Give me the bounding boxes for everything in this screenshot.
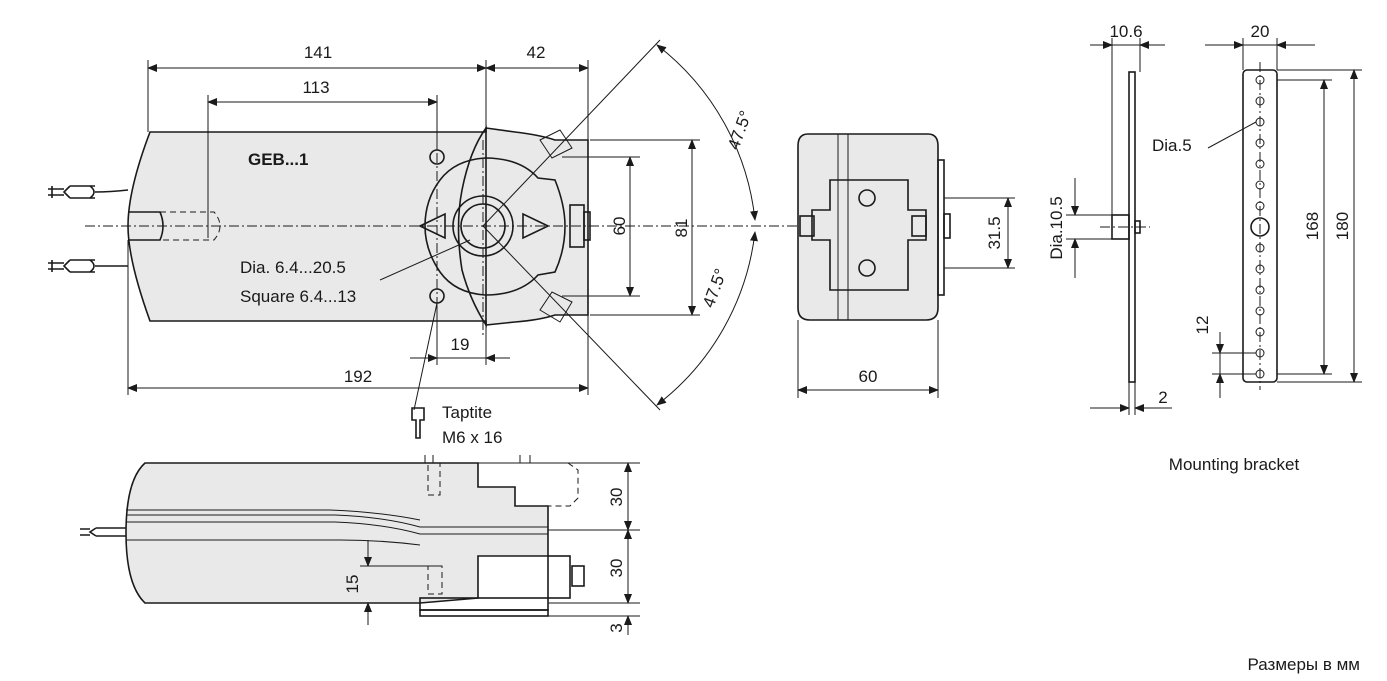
- dim-180: 180: [1333, 212, 1352, 240]
- bracket-holes: [1250, 75, 1270, 379]
- shaft-label-dia: Dia. 6.4...20.5: [240, 258, 346, 277]
- top-view: 141 42 113 GEB...1 60 81 47.5° 47.5° Dia…: [48, 39, 800, 447]
- dim-20: 20: [1251, 22, 1270, 41]
- dim-12: 12: [1193, 316, 1212, 335]
- end-clamp: [811, 179, 927, 291]
- shaft-clamp: [424, 157, 566, 296]
- screw-label-m6: M6 x 16: [442, 428, 502, 447]
- end-housing: [797, 133, 939, 321]
- cables: [48, 185, 129, 273]
- dim-15: 15: [343, 575, 362, 594]
- dim-3: 3: [607, 623, 626, 632]
- taptite-screw-icon: [411, 407, 425, 439]
- dim-60-end: 60: [859, 367, 878, 386]
- dim-81: 81: [672, 219, 691, 238]
- dim-141: 141: [304, 43, 332, 62]
- clamp-plate: [457, 125, 487, 328]
- dim-60-top: 60: [610, 217, 629, 236]
- dim-2: 2: [1158, 388, 1167, 407]
- screw-label-taptite: Taptite: [442, 403, 492, 422]
- end-view: 60 31.5: [797, 133, 1015, 398]
- dim-192: 192: [344, 367, 372, 386]
- dim-dia-5: Dia.5: [1152, 136, 1192, 155]
- angle-bottom: 47.5°: [699, 266, 730, 310]
- dim-168: 168: [1303, 212, 1322, 240]
- dim-42: 42: [527, 43, 546, 62]
- dim-30-upper: 30: [607, 488, 626, 507]
- mounting-bracket: 10.6 Dia.10.5 2: [1047, 22, 1362, 474]
- dim-19: 19: [451, 335, 470, 354]
- dim-10-6: 10.6: [1109, 22, 1142, 41]
- side-view: 30 30 15 3: [80, 455, 640, 635]
- units-note: Размеры в мм: [1247, 655, 1360, 674]
- side-housing: [125, 462, 549, 604]
- dim-dia-10-5: Dia.10.5: [1047, 196, 1066, 259]
- dim-30-lower: 30: [607, 559, 626, 578]
- angle-top: 47.5°: [724, 108, 755, 152]
- bracket-title: Mounting bracket: [1169, 455, 1300, 474]
- shaft-label-square: Square 6.4...13: [240, 287, 356, 306]
- dim-113: 113: [302, 78, 329, 97]
- dim-31-5: 31.5: [985, 216, 1004, 249]
- model-label: GEB...1: [248, 150, 308, 169]
